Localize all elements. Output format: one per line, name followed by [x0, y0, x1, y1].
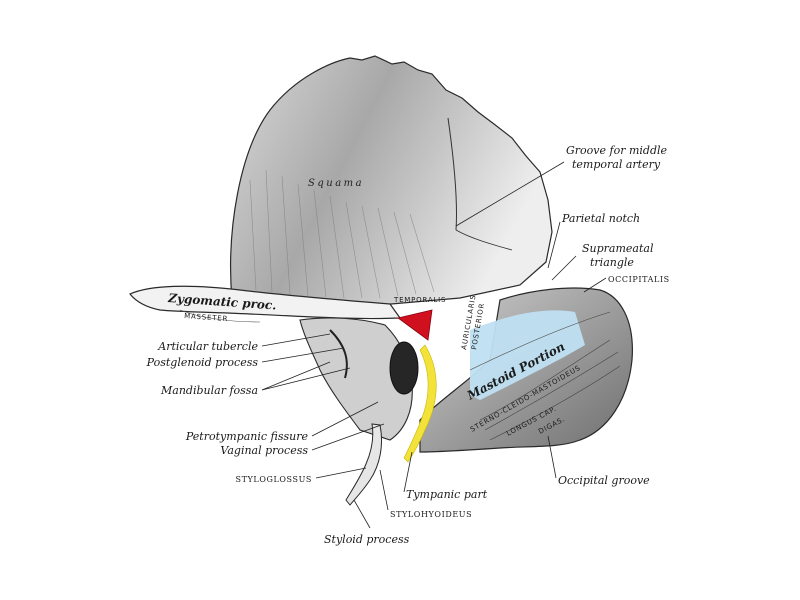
label-suprameatal-1: Suprameatal [582, 242, 654, 255]
label-groove-middle-temporal-1: Groove for middle [566, 144, 668, 157]
label-styloid-process: Styloid process [324, 533, 410, 546]
label-occipital-groove: Occipital groove [558, 474, 650, 487]
label-suprameatal-2: triangle [590, 256, 634, 269]
label-tympanic-part: Tympanic part [406, 488, 488, 501]
label-stylohyoideus: STYLOHYOIDEUS [390, 510, 472, 519]
styloid-process [345, 423, 383, 506]
mastoid-hatching [469, 311, 621, 441]
middle-temporal-groove [447, 117, 458, 231]
label-masseter: MASSETER [184, 312, 229, 323]
zygomatic-process [129, 285, 402, 320]
label-squama: Squama [308, 178, 364, 189]
label-occipitalis: OCCIPITALIS [608, 275, 670, 284]
tympanic-part-yellow [403, 344, 437, 463]
label-petrotympanic-fissure: Petrotympanic fissure [185, 430, 309, 443]
label-articular-tubercle: Articular tubercle [157, 340, 258, 353]
mastoid-blue-area [470, 310, 585, 400]
external-acoustic-meatus [389, 341, 419, 395]
mandibular-fossa-region [299, 317, 413, 441]
leader-lines [261, 161, 607, 529]
squama-region [230, 55, 553, 306]
label-groove-middle-temporal-2: temporal artery [572, 158, 661, 171]
label-postglenoid-process: Postglenoid process [146, 356, 259, 369]
label-temporalis: TEMPORALIS [393, 296, 446, 304]
suprameatal-red-triangle [397, 309, 433, 341]
squama-hatching [249, 169, 435, 299]
label-mandibular-fossa: Mandibular fossa [160, 384, 258, 397]
label-parietal-notch: Parietal notch [561, 212, 640, 225]
label-styloglossus: STYLOGLOSSUS [236, 475, 312, 484]
label-vaginal-process: Vaginal process [220, 444, 308, 457]
